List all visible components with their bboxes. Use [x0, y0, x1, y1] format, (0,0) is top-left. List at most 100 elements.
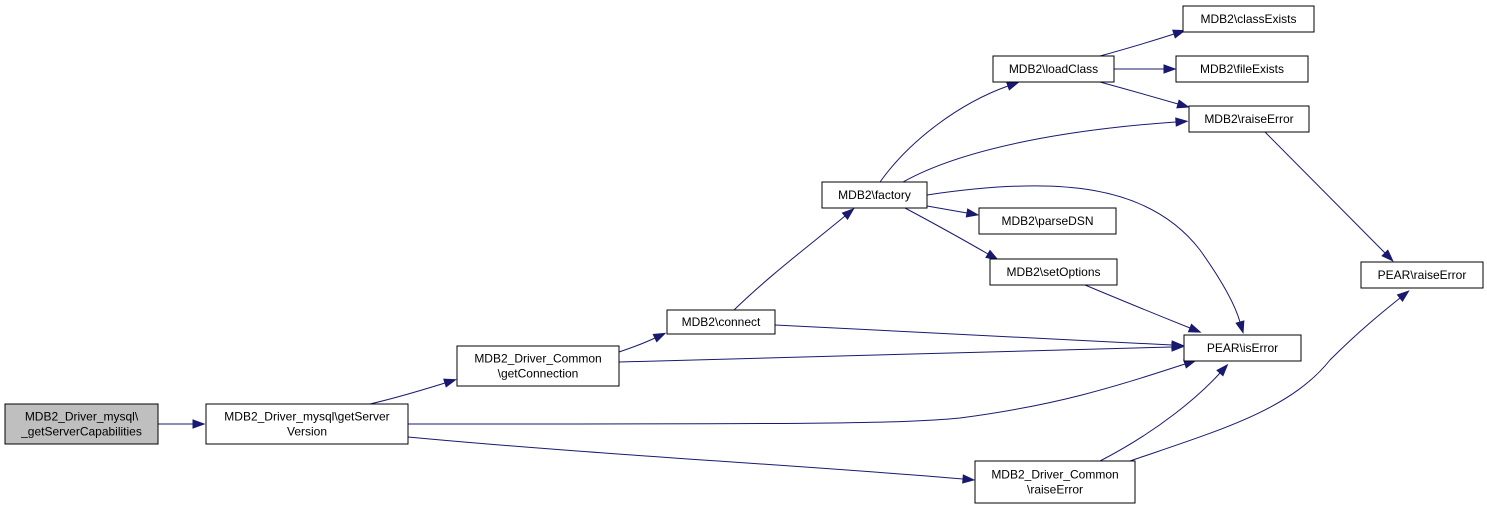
node-pearRaiseError[interactable]: PEAR\raiseError [1360, 261, 1484, 289]
arrowhead [652, 332, 667, 343]
node-box [989, 258, 1118, 286]
arrowhead [1172, 29, 1186, 39]
edge-commonRaiseError-to-pearRaiseError [1129, 290, 1410, 462]
node-box [1175, 55, 1309, 83]
node-getConnection[interactable]: MDB2_Driver_Common\getConnection [456, 345, 620, 387]
edge-factory-to-parseDSN [926, 205, 980, 218]
edge-line [369, 382, 446, 405]
edge-connect-to-isError [774, 324, 1185, 350]
edge-line [1084, 284, 1191, 329]
edge-getConnection-to-isError [618, 342, 1185, 363]
edge-line [1099, 81, 1179, 105]
arrowhead [1187, 323, 1202, 333]
node-box [1360, 261, 1484, 289]
node-label: _getServerCapabilities [20, 425, 142, 439]
edge-line [926, 185, 1241, 323]
arrowhead [841, 208, 855, 220]
node-label: MDB2\fileExists [1200, 62, 1284, 76]
arrowhead [1216, 363, 1229, 377]
node-label: MDB2_Driver_Common [474, 352, 601, 366]
node-connect[interactable]: MDB2\connect [666, 309, 776, 335]
edge-getServerVersion-to-isError [407, 359, 1197, 425]
node-box [821, 181, 928, 209]
node-label: MDB2\classExists [1200, 12, 1296, 26]
edge-loadClass-to-fileExists [1114, 64, 1177, 74]
edge-commonRaiseError-to-isError [1099, 363, 1229, 462]
arrowhead [1175, 117, 1189, 127]
arrowhead [1176, 99, 1190, 109]
node-mdb2RaiseError[interactable]: MDB2\raiseError [1188, 105, 1310, 133]
arrowhead [985, 249, 999, 261]
edge-factory-to-mdb2RaiseError [902, 117, 1189, 183]
edge-connect-to-factory [733, 208, 855, 311]
edge-root-to-getServerVersion [158, 419, 206, 429]
node-box [456, 345, 620, 387]
node-isError[interactable]: PEAR\isError [1183, 334, 1302, 362]
edge-line [407, 436, 964, 480]
edge-loadClass-to-mdb2RaiseError [1099, 81, 1190, 109]
node-parseDSN[interactable]: MDB2\parseDSN [978, 207, 1117, 235]
edge-factory-to-loadClass [879, 81, 1020, 183]
arrowhead [1381, 249, 1394, 262]
node-label: MDB2\raiseError [1204, 112, 1293, 126]
node-fileExists[interactable]: MDB2\fileExists [1175, 55, 1309, 83]
edge-factory-to-setOptions [904, 207, 999, 261]
node-label: Version [287, 425, 327, 439]
edge-line [902, 121, 1177, 183]
edge-line [407, 363, 1186, 425]
arrowhead [1171, 340, 1185, 350]
edge-line [926, 205, 968, 214]
node-factory[interactable]: MDB2\factory [821, 181, 928, 209]
edge-mdb2RaiseError-to-pearRaiseError [1264, 131, 1394, 262]
node-commonRaiseError[interactable]: MDB2_Driver_Common\raiseError [974, 460, 1136, 504]
node-box [1182, 5, 1315, 33]
node-label: PEAR\isError [1207, 341, 1278, 355]
node-box [4, 403, 159, 445]
edges-layer [158, 29, 1410, 484]
edge-line [618, 337, 656, 353]
node-label: MDB2\setOptions [1006, 265, 1100, 279]
node-box [1183, 334, 1302, 362]
edge-loadClass-to-classExists [1099, 29, 1186, 57]
node-box [992, 55, 1115, 83]
node-setOptions[interactable]: MDB2\setOptions [989, 258, 1118, 286]
arrowhead [1005, 81, 1020, 91]
arrowhead [962, 474, 976, 484]
edge-line [1129, 297, 1401, 462]
edge-getServerVersion-to-getConnection [369, 378, 457, 405]
node-label: MDB2\parseDSN [1001, 214, 1093, 228]
node-box [974, 460, 1136, 504]
edge-line [904, 207, 989, 255]
arrowhead [1235, 320, 1245, 334]
node-label: MDB2\factory [838, 188, 911, 202]
edge-line [774, 324, 1173, 346]
node-label: MDB2_Driver_mysql\getServer [224, 410, 389, 424]
node-box [666, 309, 776, 335]
edge-line [1099, 372, 1221, 462]
edge-line [879, 85, 1009, 183]
edge-line [733, 215, 846, 311]
node-classExists[interactable]: MDB2\classExists [1182, 5, 1315, 33]
node-box [1188, 105, 1310, 133]
node-label: MDB2\loadClass [1009, 62, 1098, 76]
edge-getServerVersion-to-commonRaiseError [407, 436, 976, 484]
node-label: MDB2_Driver_Common [991, 468, 1118, 482]
node-root: MDB2_Driver_mysql\_getServerCapabilities [4, 403, 159, 445]
node-label: MDB2_Driver_mysql\ [25, 410, 139, 424]
arrowhead [192, 419, 206, 429]
arrowhead [965, 208, 980, 218]
node-loadClass[interactable]: MDB2\loadClass [992, 55, 1115, 83]
arrowhead [1396, 290, 1410, 302]
edge-line [1099, 33, 1175, 57]
edge-setOptions-to-isError [1084, 284, 1202, 333]
node-box [978, 207, 1117, 235]
edge-factory-to-isError [926, 185, 1245, 334]
node-label: \raiseError [1027, 483, 1083, 497]
edge-getConnection-to-connect [618, 332, 667, 353]
edge-line [1264, 131, 1386, 254]
node-label: \getConnection [498, 367, 579, 381]
arrowhead [443, 378, 457, 388]
arrowhead [1163, 64, 1177, 74]
